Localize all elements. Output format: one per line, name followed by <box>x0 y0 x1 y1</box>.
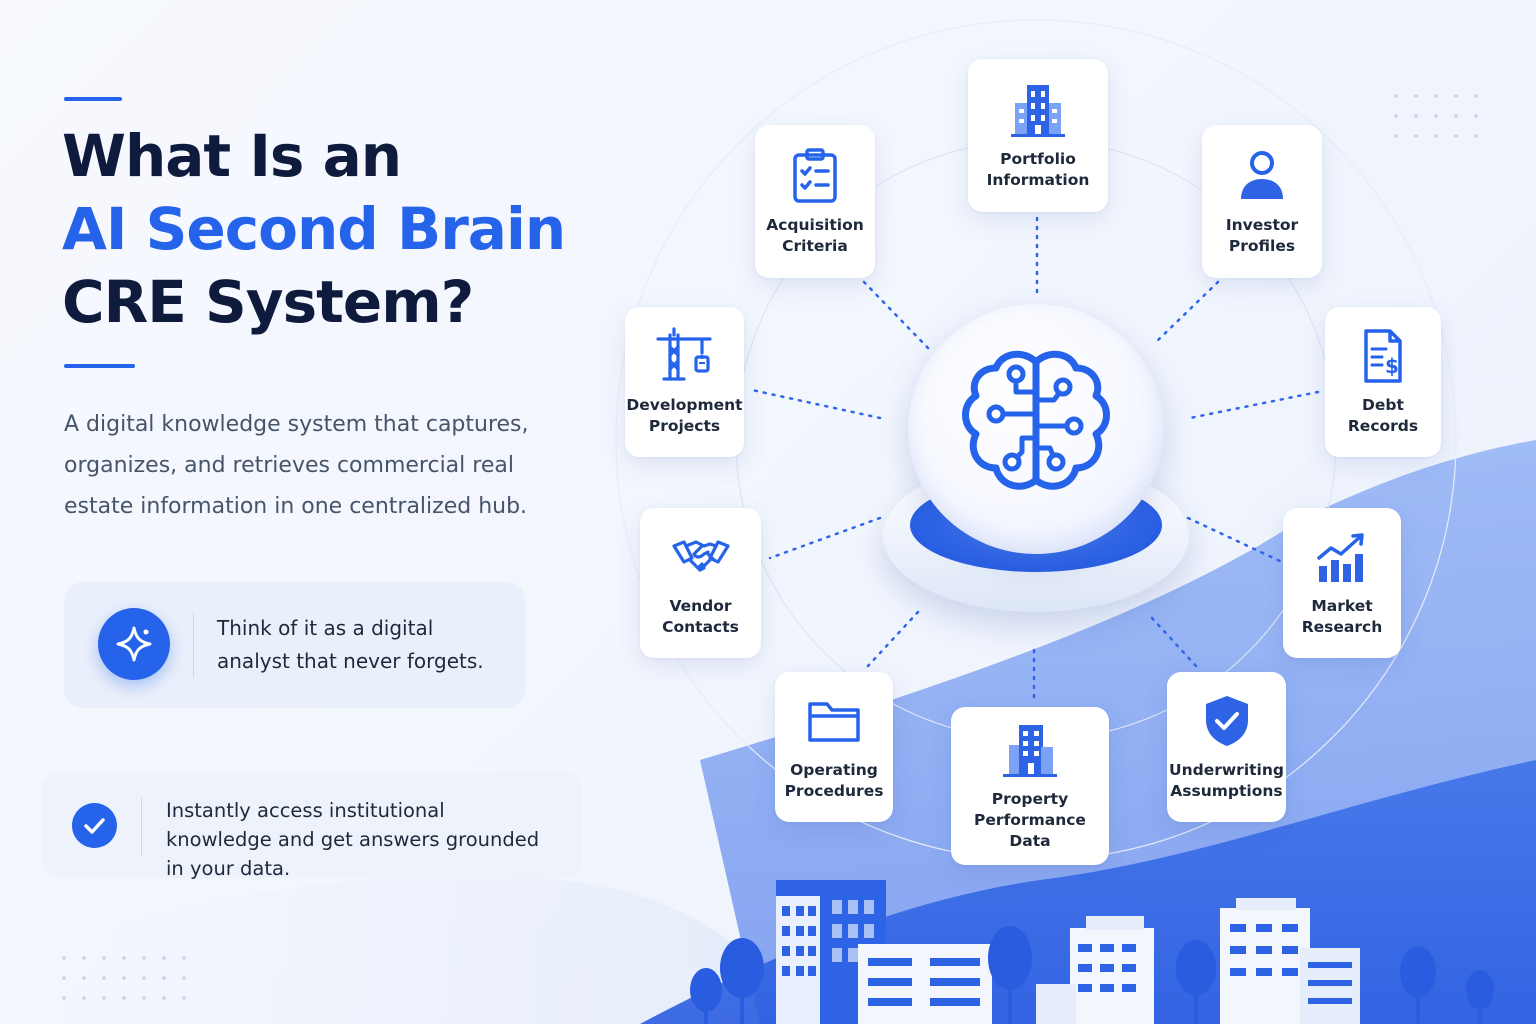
office-building-icon <box>1011 84 1065 137</box>
title-accent-line <box>64 97 122 101</box>
node-debt-records[interactable]: $ Debt Records <box>1325 307 1441 457</box>
node-label: Investor Profiles <box>1225 215 1299 255</box>
folder-icon <box>808 702 860 742</box>
sparkle-icon <box>98 608 170 680</box>
access-text: Instantly access institutional knowledge… <box>166 799 540 880</box>
title-line-3: CRE System? <box>62 268 474 336</box>
checklist-clipboard-icon <box>793 147 837 203</box>
brain-circuit-icon <box>962 350 1110 490</box>
node-label: Market Research <box>1301 597 1383 636</box>
title-line-2: AI Second Brain <box>62 195 566 263</box>
analyst-text: Think of it as a digital analyst that ne… <box>217 616 484 673</box>
node-label: Underwriting Assumptions <box>1168 761 1284 800</box>
handshake-icon <box>671 540 730 572</box>
person-icon <box>1241 150 1283 199</box>
building-icon <box>1003 724 1057 777</box>
page-title: What Is an AI Second Brain CRE System? <box>62 120 566 339</box>
growth-chart-icon <box>1317 533 1364 582</box>
access-callout: Instantly access institutional knowledge… <box>42 772 582 880</box>
title-underline <box>64 364 135 368</box>
node-label: Development Projects <box>626 396 743 435</box>
node-property-performance-data[interactable]: Property Performance Data <box>951 707 1109 865</box>
node-label: Operating Procedures <box>784 761 884 800</box>
callout-divider <box>141 798 142 856</box>
node-operating-procedures[interactable]: Operating Procedures <box>775 672 893 822</box>
check-icon <box>72 803 117 848</box>
node-investor-profiles[interactable]: Investor Profiles <box>1202 125 1322 278</box>
description: A digital knowledge system that captures… <box>64 412 529 519</box>
svg-text:$: $ <box>1385 354 1399 378</box>
node-development-projects[interactable]: Development Projects <box>625 307 744 457</box>
node-vendor-contacts[interactable]: Vendor Contacts <box>640 508 761 658</box>
title-line-1: What Is an <box>62 122 402 190</box>
node-portfolio-information[interactable]: Portfolio Information <box>968 59 1108 212</box>
analyst-callout: Think of it as a digital analyst that ne… <box>64 582 525 708</box>
shield-check-icon <box>1205 696 1248 746</box>
node-underwriting-assumptions[interactable]: Underwriting Assumptions <box>1167 672 1286 822</box>
node-label: Acquisition Criteria <box>766 215 864 255</box>
dollar-document-icon: $ <box>1364 329 1402 383</box>
node-acquisition-criteria[interactable]: Acquisition Criteria <box>755 125 875 278</box>
callout-divider <box>193 612 194 678</box>
node-label: Portfolio Information <box>986 149 1090 189</box>
node-market-research[interactable]: Market Research <box>1283 508 1401 658</box>
node-label: Debt Records <box>1347 396 1419 435</box>
node-label: Property Performance Data <box>974 789 1086 850</box>
node-label: Vendor Contacts <box>662 597 739 636</box>
crane-icon <box>655 327 712 381</box>
